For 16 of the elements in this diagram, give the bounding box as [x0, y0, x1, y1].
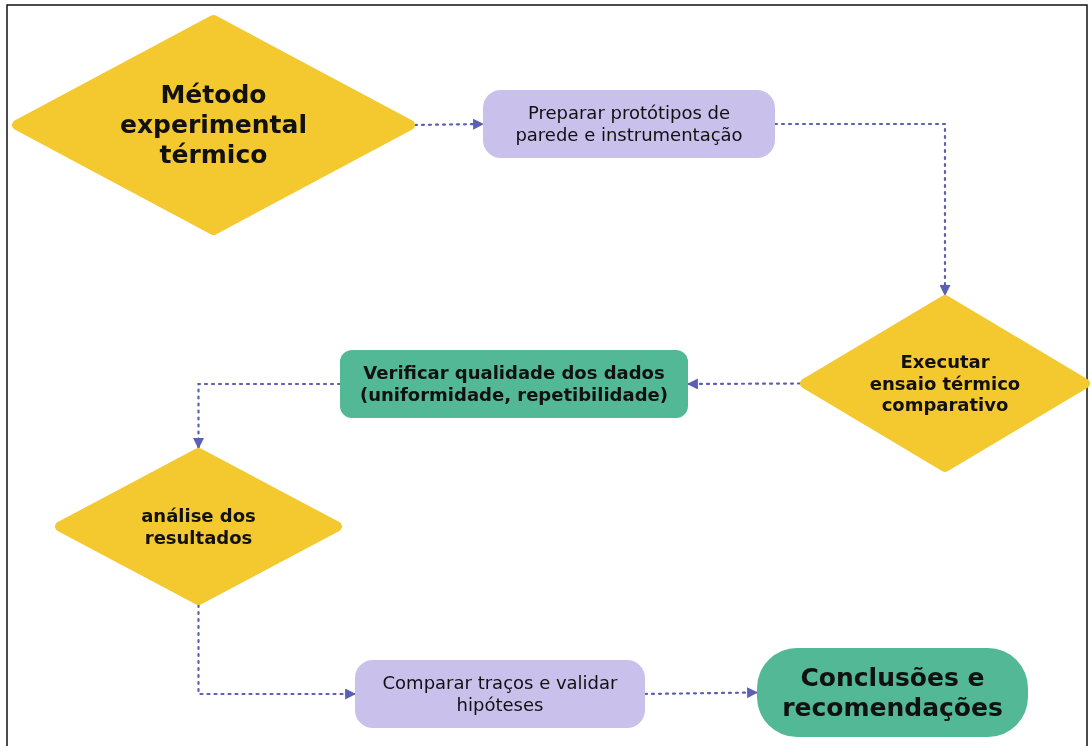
- dotted-arrow: [197, 603, 357, 700]
- node-label: Verificar qualidade dos dados (uniformidade, repetibilidade): [359, 362, 669, 406]
- node-label: análise dos resultados: [140, 504, 257, 549]
- node-label: Método experimental térmico: [119, 80, 308, 170]
- process-box: [483, 90, 775, 158]
- node-label: Executar ensaio térmico comparativo: [868, 351, 1022, 416]
- process-box: [340, 350, 688, 418]
- node-label: Preparar protótipos de parede e instrumentação: [514, 102, 744, 146]
- decision-diamond: [55, 448, 342, 605]
- decision-diamond: [12, 15, 415, 235]
- node-label: Comparar traços e validar hipóteses: [381, 672, 619, 716]
- dotted-arrow: [413, 118, 485, 130]
- decision-diamond: [800, 295, 1090, 472]
- process-box: [355, 660, 645, 728]
- dotted-arrow: [193, 382, 342, 450]
- node-label: Conclusões e recomendações: [781, 662, 1004, 723]
